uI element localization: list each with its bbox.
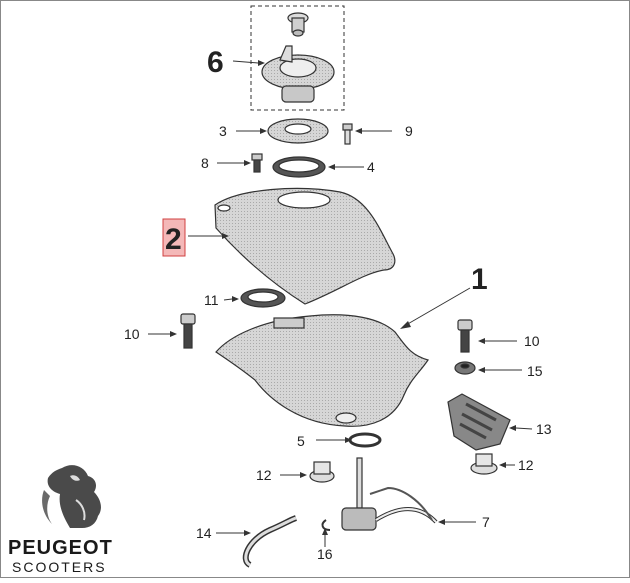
callout-12-left: 12 [256, 467, 272, 483]
brand-name: PEUGEOT [8, 537, 113, 559]
callout-10-left: 10 [124, 326, 140, 342]
grommet-12-left-part [309, 461, 335, 483]
callout-13: 13 [536, 421, 552, 437]
callout-15: 15 [527, 363, 543, 379]
nut-15-part [454, 361, 476, 375]
clip-16-part [321, 519, 331, 531]
bolt-10-left-part [180, 313, 196, 349]
screw-8-part [251, 153, 263, 173]
callout-14: 14 [196, 525, 212, 541]
lion-logo-icon [42, 465, 101, 528]
callout-5: 5 [297, 433, 305, 449]
gasket-11-part [240, 288, 286, 308]
callout-2: 2 [165, 223, 182, 256]
fuel-tap-part [341, 457, 438, 531]
tank-cover-part [214, 187, 396, 305]
callout-9: 9 [405, 123, 413, 139]
clip-5-part [348, 432, 382, 448]
callout-6: 6 [207, 46, 224, 79]
callout-8: 8 [201, 155, 209, 171]
screw-9-part [342, 123, 353, 145]
fuel-tank-part [215, 314, 429, 427]
gasket-4-part [272, 156, 326, 178]
callout-7: 7 [482, 514, 490, 530]
callout-16: 16 [317, 546, 333, 562]
bracket-13-part [447, 393, 511, 451]
brand-subtitle: SCOOTERS [12, 559, 107, 575]
leader-lines [148, 60, 533, 547]
grommet-12-right-part [470, 453, 498, 475]
callout-1: 1 [471, 263, 488, 296]
callout-2-highlight [162, 218, 186, 257]
callout-12-right: 12 [518, 457, 534, 473]
tank-flange-part [267, 118, 329, 144]
bolt-10-right-part [457, 319, 473, 353]
callout-11: 11 [204, 292, 219, 308]
callout-10-right: 10 [524, 333, 540, 349]
callout-3: 3 [219, 123, 227, 139]
fuel-cap-part [261, 12, 335, 103]
brand-logo: PEUGEOT SCOOTERS [8, 538, 143, 576]
hose-14-part [242, 515, 298, 568]
callout-4: 4 [367, 159, 375, 175]
